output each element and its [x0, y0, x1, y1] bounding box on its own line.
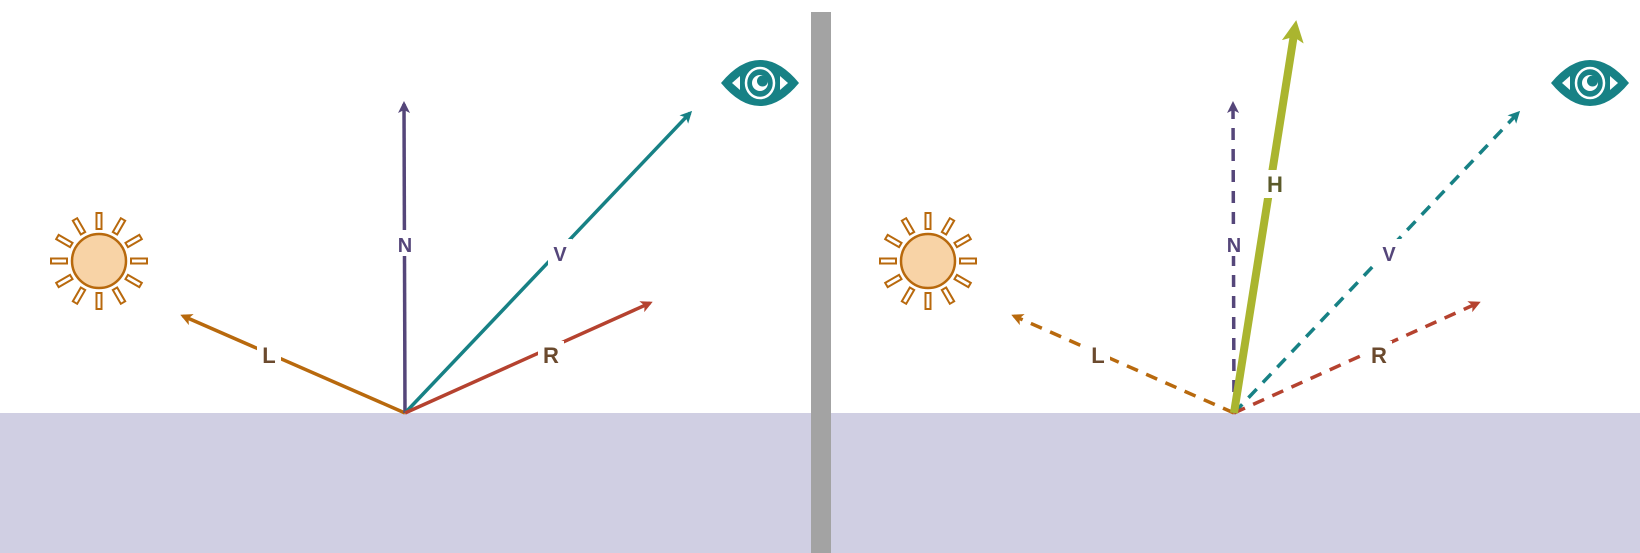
- halfway-label: H: [1267, 172, 1283, 197]
- left-surface: [0, 413, 812, 553]
- normal-label: N: [398, 235, 412, 257]
- light-label: L: [1091, 343, 1104, 368]
- panel-divider: [811, 12, 831, 553]
- view-vector: [403, 110, 693, 415]
- reflect-label: R: [1371, 343, 1387, 368]
- view-label: V: [1382, 244, 1396, 266]
- eye-icon: [1549, 58, 1631, 108]
- view-vector: [1232, 110, 1521, 415]
- light-vector: [1011, 314, 1235, 415]
- normal-label: N: [1227, 235, 1241, 257]
- sun-icon: [49, 211, 149, 311]
- right-panel: L N V R H: [878, 20, 1631, 415]
- normal-vector: [398, 101, 411, 414]
- light-vector: [180, 314, 406, 415]
- eye-icon: [719, 58, 801, 108]
- left-panel: L N V R: [49, 58, 801, 415]
- reflect-vector: [404, 301, 653, 415]
- halfway-vector: [1230, 20, 1304, 414]
- right-surface: [830, 413, 1640, 553]
- light-label: L: [262, 343, 275, 368]
- normal-vector: [1227, 101, 1240, 414]
- reflect-vector: [1233, 301, 1481, 415]
- sun-icon: [878, 211, 978, 311]
- reflect-label: R: [543, 343, 559, 368]
- view-label: V: [553, 244, 567, 266]
